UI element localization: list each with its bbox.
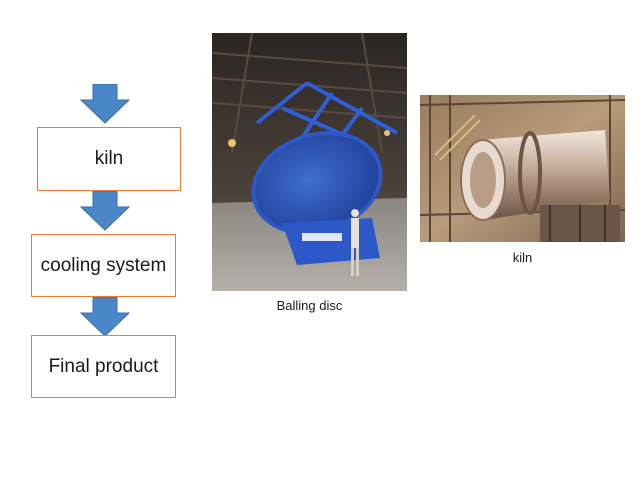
flow-step-label: cooling system (40, 254, 167, 276)
flow-step-kiln: kiln (37, 127, 181, 191)
down-arrow-icon (80, 297, 130, 337)
down-arrow-icon (80, 84, 130, 124)
balling-disc-photo (212, 33, 407, 291)
flow-step-final-product: Final product (31, 335, 176, 398)
rotary-kiln-photo (420, 95, 625, 242)
down-arrow-icon (80, 191, 130, 231)
flow-step-label: Final product (48, 355, 159, 377)
photo-caption: Balling disc (276, 298, 343, 313)
flow-step-label: kiln (94, 148, 124, 169)
flow-step-cooling-system: cooling system (31, 234, 176, 297)
photo-caption: kiln (512, 250, 533, 265)
